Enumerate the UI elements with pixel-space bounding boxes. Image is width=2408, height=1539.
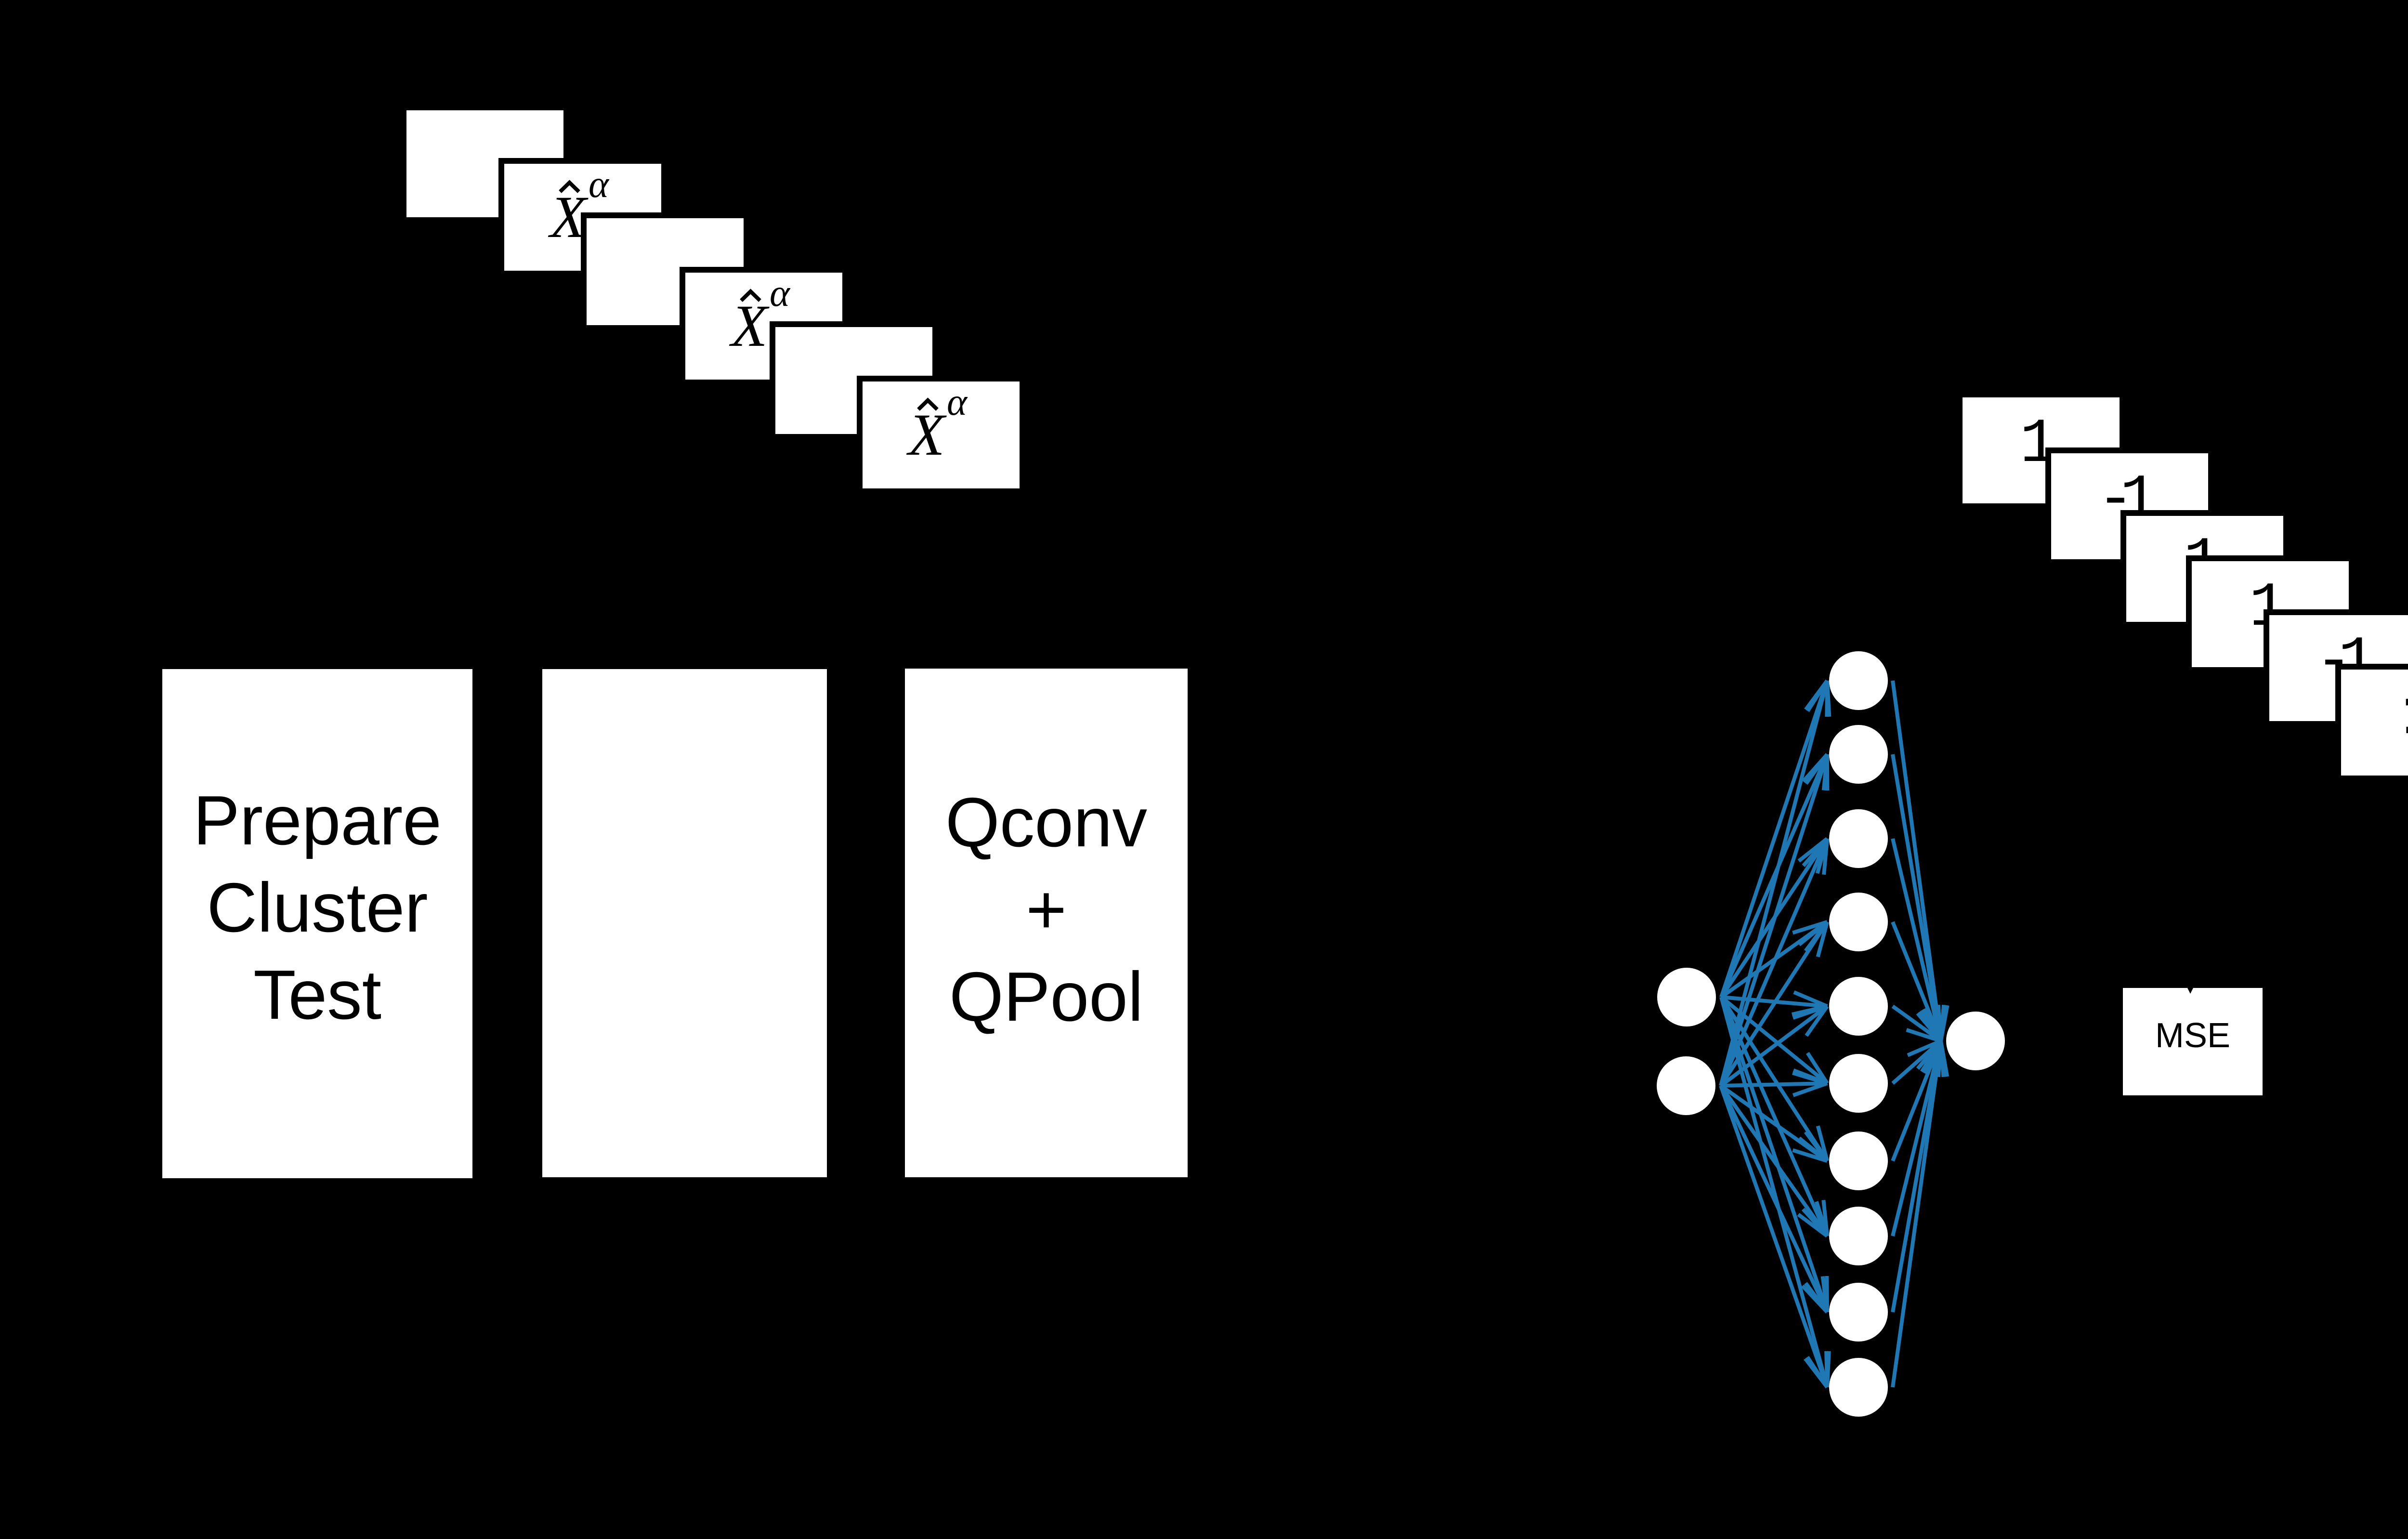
svg-text:α: α <box>589 163 610 206</box>
svg-text:α: α <box>947 381 968 423</box>
svg-text:QPool: QPool <box>949 958 1143 1036</box>
svg-text:1: 1 <box>2402 682 2408 752</box>
svg-text:X: X <box>906 402 947 468</box>
svg-text:+: + <box>1026 870 1067 948</box>
svg-text:X: X <box>729 293 770 359</box>
svg-text:Qconv: Qconv <box>945 783 1147 861</box>
svg-text:α: α <box>770 272 791 315</box>
svg-text:Test: Test <box>253 956 381 1034</box>
svg-text:Cluster: Cluster <box>207 868 428 947</box>
svg-text:Prepare: Prepare <box>193 781 442 859</box>
svg-text:MSE: MSE <box>2155 1016 2230 1055</box>
